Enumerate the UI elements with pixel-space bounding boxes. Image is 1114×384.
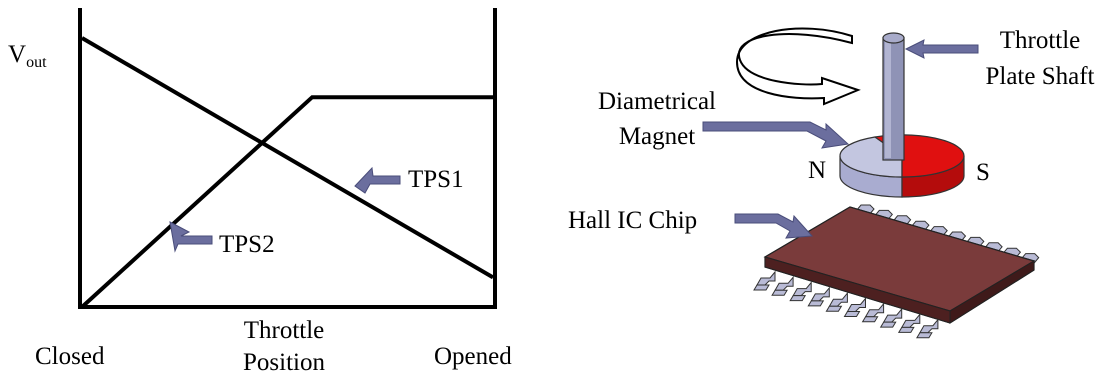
chip-pin xyxy=(792,281,812,297)
chip-pin xyxy=(810,286,830,302)
pole-north-label: N xyxy=(808,157,826,184)
shaft-pointer-arrow xyxy=(904,39,979,59)
chip-pin xyxy=(843,311,861,317)
chip-front-pins xyxy=(753,270,939,339)
chip-pin xyxy=(753,284,770,291)
rotation-arrow-icon xyxy=(735,27,861,106)
chip-pin xyxy=(846,297,866,312)
chip-pin xyxy=(916,332,933,339)
chip-pin xyxy=(774,275,794,291)
chip-pin xyxy=(900,313,921,328)
hall-ic-chip xyxy=(753,204,1040,339)
chip-pin xyxy=(825,305,843,312)
shaft-label-line1: Throttle xyxy=(1000,27,1081,54)
y-axis-label-sub: out xyxy=(26,54,47,71)
x-label-opened: Opened xyxy=(434,343,512,370)
chip-pin xyxy=(756,270,776,286)
shaft-label-line2: Plate Shaft xyxy=(985,63,1094,90)
tps1-label: TPS1 xyxy=(408,166,464,193)
tps-graph: Vout TPS1 TPS2 Closed Throttle Position … xyxy=(8,8,512,376)
chip-pin xyxy=(828,291,848,307)
chip-pin xyxy=(789,295,807,302)
chip-pin xyxy=(771,289,788,296)
y-axis-label-main: V xyxy=(8,41,26,68)
chip-pin xyxy=(807,300,825,307)
tps2-pointer-arrow xyxy=(169,221,213,253)
x-label-closed: Closed xyxy=(35,343,105,370)
tps1-line xyxy=(80,36,495,280)
magnet-label-line2: Magnet xyxy=(619,123,695,150)
chip-pin xyxy=(882,307,903,323)
x-axis-title-line1: Throttle xyxy=(244,317,325,344)
tps1-pointer-arrow xyxy=(354,166,401,194)
x-axis-title-line2: Position xyxy=(243,349,325,376)
chip-pointer-arrow xyxy=(734,213,814,239)
pole-south-label: S xyxy=(976,159,990,186)
sensor-illustration: Throttle Plate Shaft Diametrical Magnet … xyxy=(568,27,1095,339)
chip-pin xyxy=(897,326,915,333)
chip-pin xyxy=(879,321,897,328)
tps2-label: TPS2 xyxy=(219,231,275,258)
y-axis-label: Vout xyxy=(8,41,47,71)
tps2-line xyxy=(80,95,493,309)
throttle-plate-shaft xyxy=(882,32,905,161)
chip-pin xyxy=(861,316,879,323)
chip-pin xyxy=(919,318,939,334)
chip-label: Hall IC Chip xyxy=(568,207,697,234)
magnet-pointer-arrow xyxy=(702,121,850,149)
magnet-label-line1: Diametrical xyxy=(598,88,716,115)
chip-pin xyxy=(864,302,885,318)
